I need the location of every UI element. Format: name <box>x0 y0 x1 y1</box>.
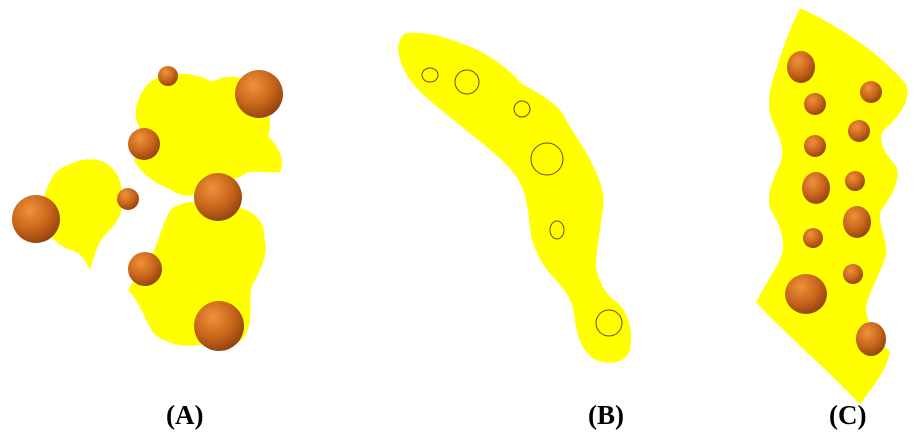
particle <box>128 252 162 286</box>
particle <box>787 51 815 83</box>
particle <box>158 66 178 86</box>
particle <box>117 188 139 210</box>
particle <box>860 81 882 103</box>
particle <box>194 173 242 221</box>
particle <box>194 301 244 351</box>
void <box>513 100 531 118</box>
particle <box>843 206 871 238</box>
particle <box>128 128 160 160</box>
particle <box>804 93 826 115</box>
particle <box>845 171 865 191</box>
particle <box>803 228 823 248</box>
void <box>595 309 623 337</box>
particle <box>804 135 826 157</box>
particle <box>802 172 830 204</box>
particle <box>235 70 283 118</box>
panel-b-diagram <box>398 32 632 363</box>
panel-a-blob-left <box>42 159 122 270</box>
panel-c-diagram <box>756 8 908 404</box>
particle <box>12 195 60 243</box>
void <box>421 67 439 83</box>
void <box>454 69 480 95</box>
panel-a-diagram <box>12 66 283 351</box>
panel-a-label: (A) <box>166 400 204 430</box>
panel-c-label: (C) <box>829 400 867 430</box>
particle <box>856 322 886 356</box>
void <box>530 142 564 176</box>
panel-b-label: (B) <box>588 400 624 430</box>
particle <box>848 120 870 142</box>
particle <box>785 274 827 314</box>
void <box>549 220 565 240</box>
particle <box>843 264 863 284</box>
panel-b-blob <box>398 32 632 363</box>
